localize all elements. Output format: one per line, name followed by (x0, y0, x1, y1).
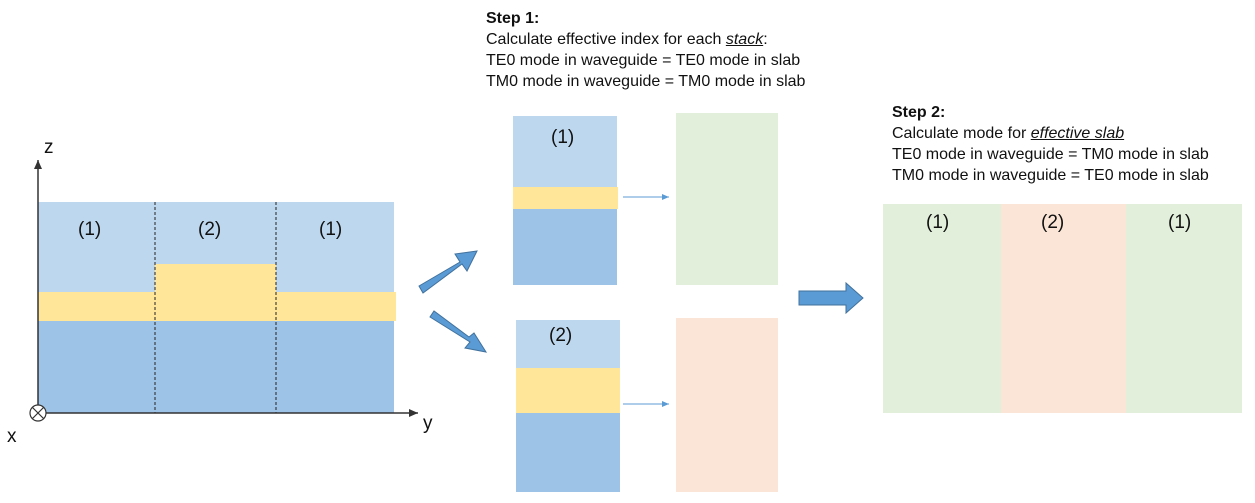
core-layer (38, 292, 396, 321)
step1-title: Step 1: (486, 10, 540, 27)
step1-line3: TM0 mode in waveguide = TM0 mode in slab (486, 73, 806, 90)
step2-line1: Calculate mode for effective slab (892, 125, 1125, 142)
stack-1-cladding (513, 116, 617, 188)
stack-emphasis: stack (725, 31, 764, 48)
block-arrow-down-right (429, 310, 488, 353)
step2-line2: TE0 mode in waveguide = TM0 mode in slab (892, 146, 1209, 163)
stack-1 (513, 116, 618, 285)
stack-2-substrate (516, 413, 620, 492)
effective-slab-right (1126, 204, 1242, 413)
waveguide-region-center-label: (2) (198, 219, 222, 240)
x-axis-label: x (7, 426, 17, 447)
core-center-ridge (155, 264, 276, 292)
step2-line3: TM0 mode in waveguide = TE0 mode in slab (892, 167, 1209, 184)
stack-2-core (516, 368, 620, 413)
axes (29, 160, 418, 422)
stack-1-effective-slab (676, 113, 778, 285)
step1-block: Step 1: Calculate effective index for ea… (486, 8, 805, 92)
y-axis-label: y (423, 413, 433, 434)
stack-1-label: (1) (551, 127, 575, 148)
waveguide-cross-section (38, 202, 396, 413)
waveguide-region-left-label: (1) (78, 219, 102, 240)
x-axis-into-page-icon (29, 404, 47, 422)
step1-line1: Calculate effective index for each stack… (486, 31, 768, 48)
effective-slab-emphasis: effective slab (1030, 125, 1125, 142)
stack-2-cladding (516, 320, 620, 369)
step2-title: Step 2: (892, 104, 946, 121)
block-arrow-up-right (418, 250, 478, 294)
effective-slab-left-label: (1) (926, 212, 950, 233)
stack-2-label: (2) (549, 325, 573, 346)
effective-slab-center-label: (2) (1041, 212, 1065, 233)
effective-slab-left (883, 204, 1001, 413)
stack-2-effective-slab (676, 318, 778, 492)
stack-2 (516, 320, 620, 492)
z-axis-label: z (44, 137, 54, 158)
step1-line2: TE0 mode in waveguide = TE0 mode in slab (486, 52, 801, 69)
block-arrow-to-step2 (798, 281, 864, 315)
effective-slab-right-label: (1) (1168, 212, 1192, 233)
step2-block: Step 2: Calculate mode for effective sla… (892, 102, 1209, 186)
stack-1-core (513, 187, 618, 209)
stack-1-substrate (513, 209, 617, 285)
substrate (38, 321, 394, 413)
waveguide-region-right-label: (1) (319, 219, 343, 240)
effective-slab (883, 204, 1242, 413)
effective-slab-center (1001, 204, 1126, 413)
